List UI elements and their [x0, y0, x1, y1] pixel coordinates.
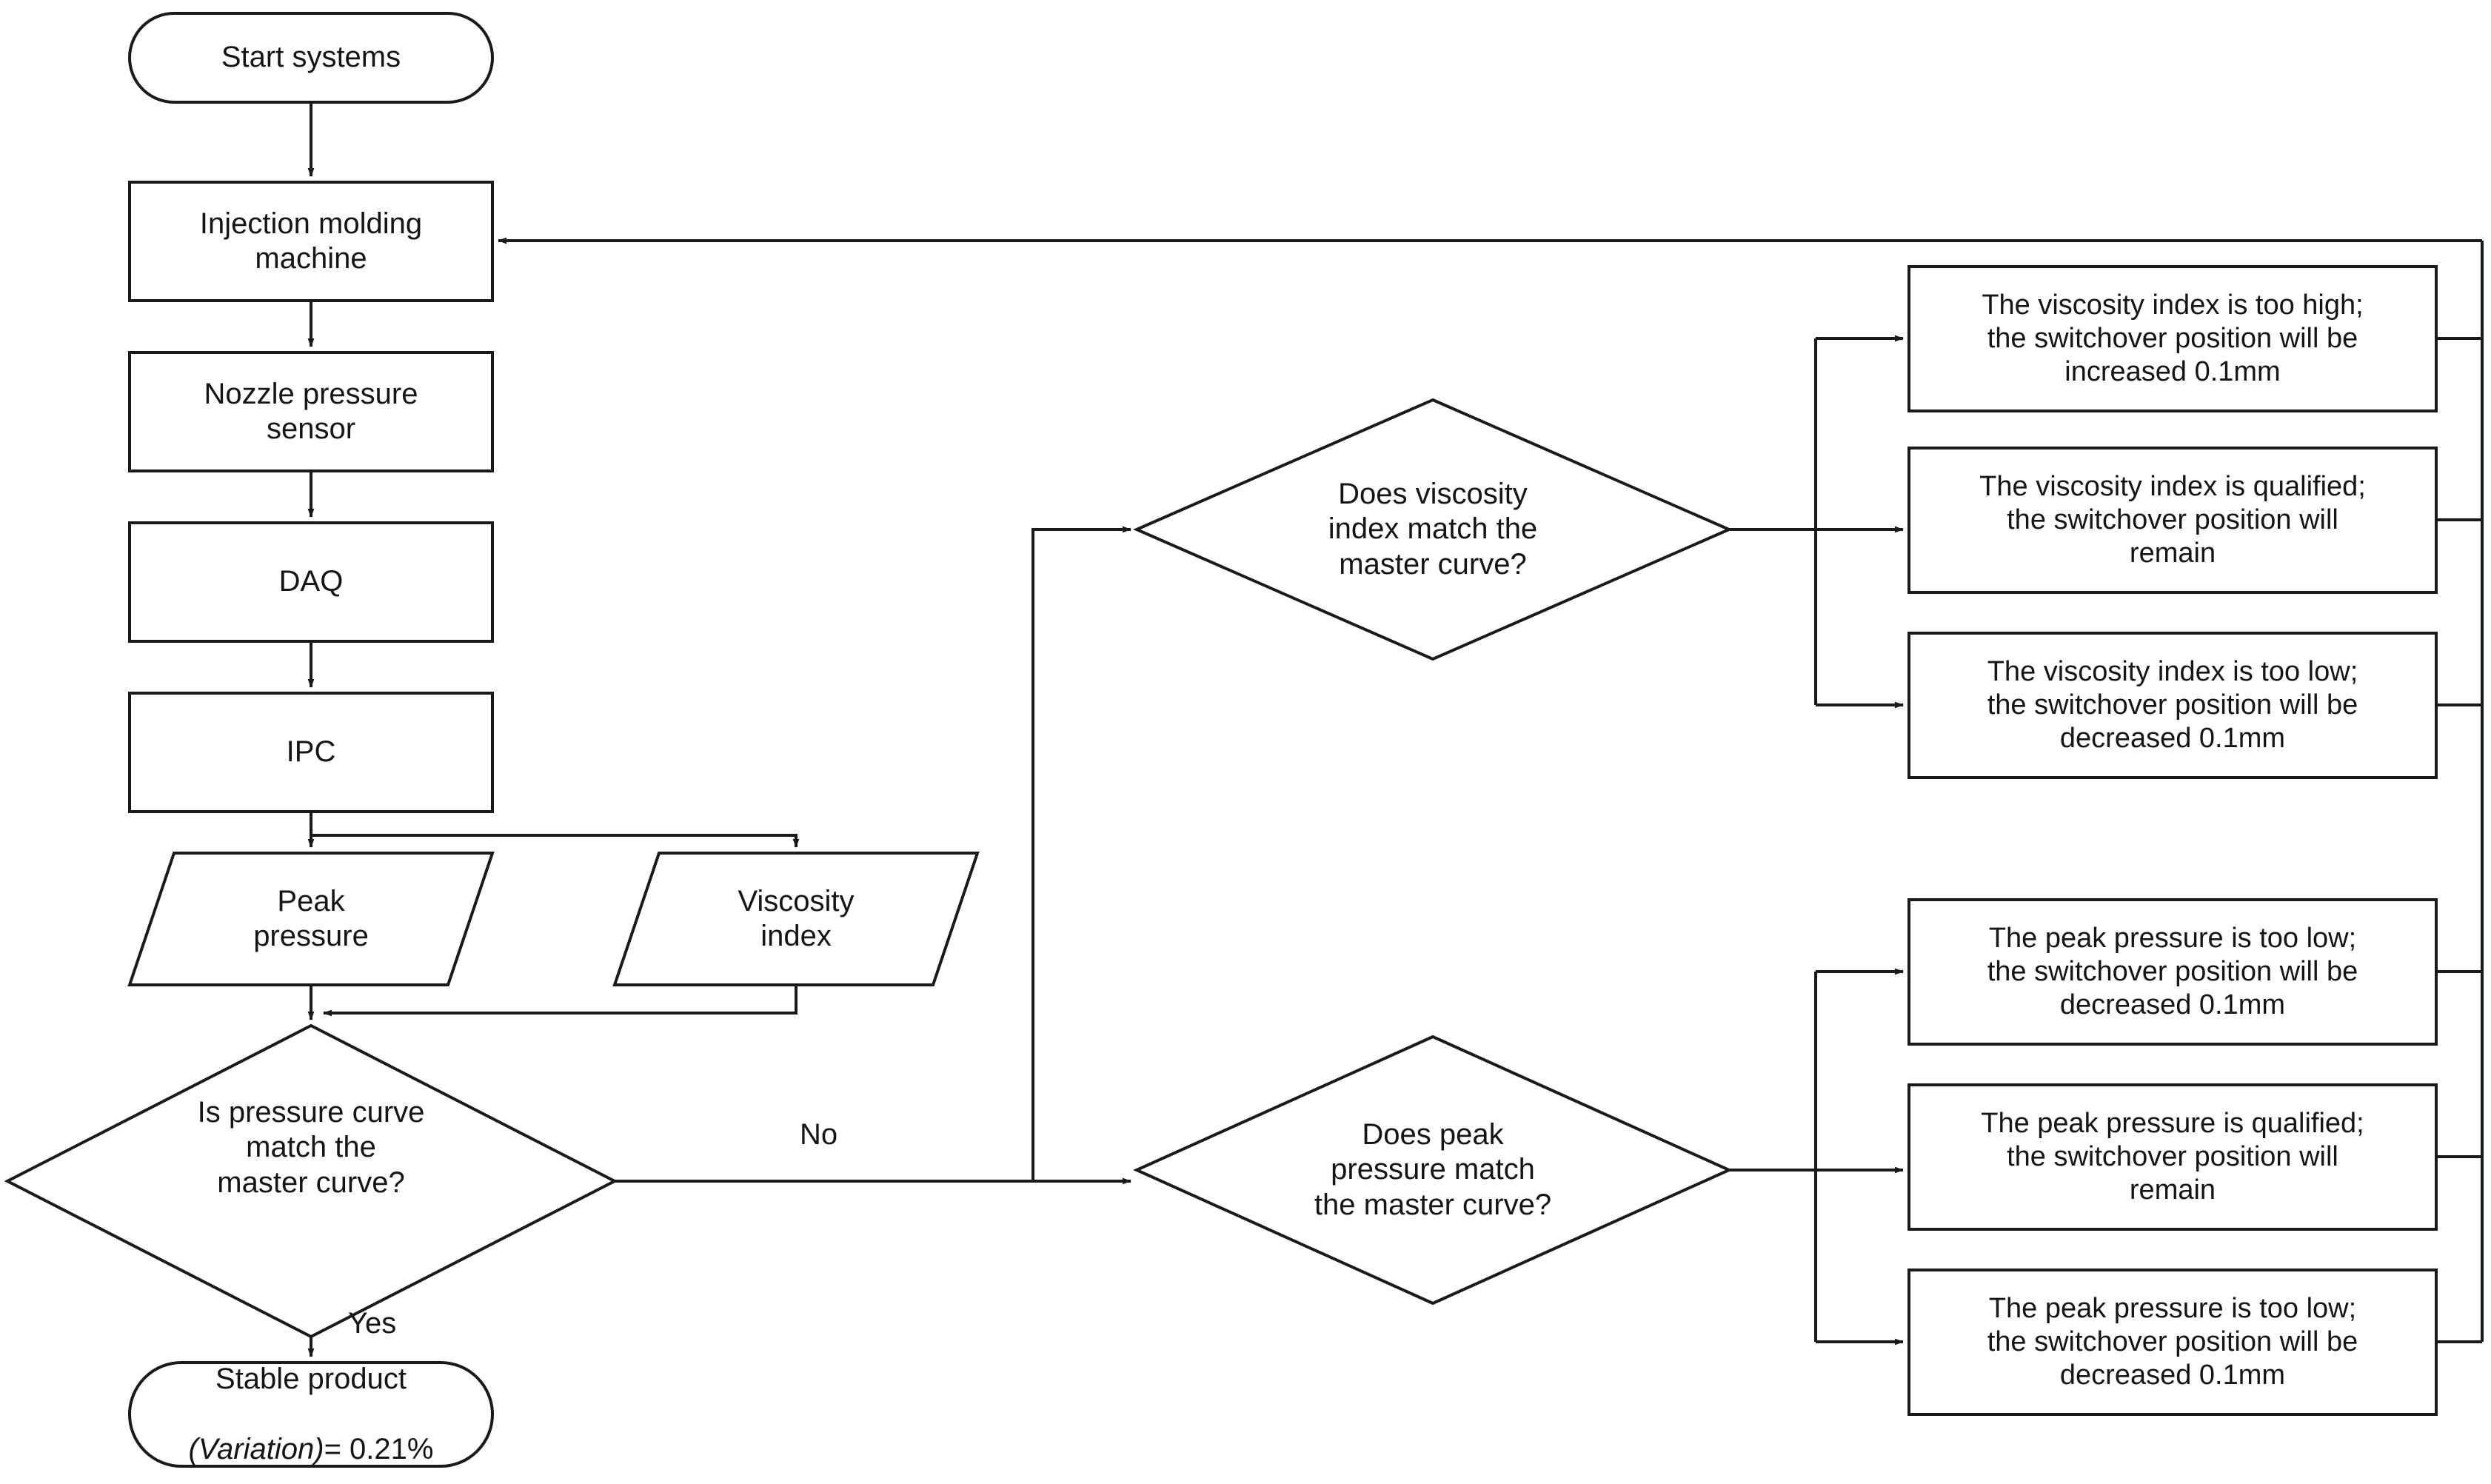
- edge-label-no: No: [800, 1118, 838, 1151]
- node-start-shape: [128, 12, 494, 104]
- node-visc-high-shape: [1907, 265, 2438, 412]
- edge-decision-no-up-branch: [1031, 526, 1131, 1181]
- node-sensor-shape: [128, 351, 494, 472]
- node-stable-product-shape: [128, 1361, 494, 1468]
- node-decision-peak-shape: [1133, 1035, 1733, 1306]
- node-visc-ok-shape: [1907, 447, 2438, 594]
- node-ipc-shape: [128, 692, 494, 813]
- node-peak-low-1-shape: [1907, 898, 2438, 1046]
- edge-viscosity-index-to-decision: [323, 985, 798, 1017]
- node-peak-ok-shape: [1907, 1083, 2438, 1231]
- node-viscosity-index-shape: [612, 852, 980, 986]
- node-daq-shape: [128, 521, 494, 643]
- edge-label-yes: Yes: [348, 1307, 397, 1340]
- node-peak-low-2-shape: [1907, 1269, 2438, 1416]
- node-decision-pressure-curve-shape: [4, 1023, 618, 1339]
- node-machine-shape: [128, 181, 494, 302]
- node-decision-viscosity-shape: [1133, 398, 1733, 661]
- edge-ipc-to-viscosity-index: [311, 834, 800, 848]
- node-visc-low-shape: [1907, 632, 2438, 779]
- node-peak-pressure-shape: [127, 852, 495, 986]
